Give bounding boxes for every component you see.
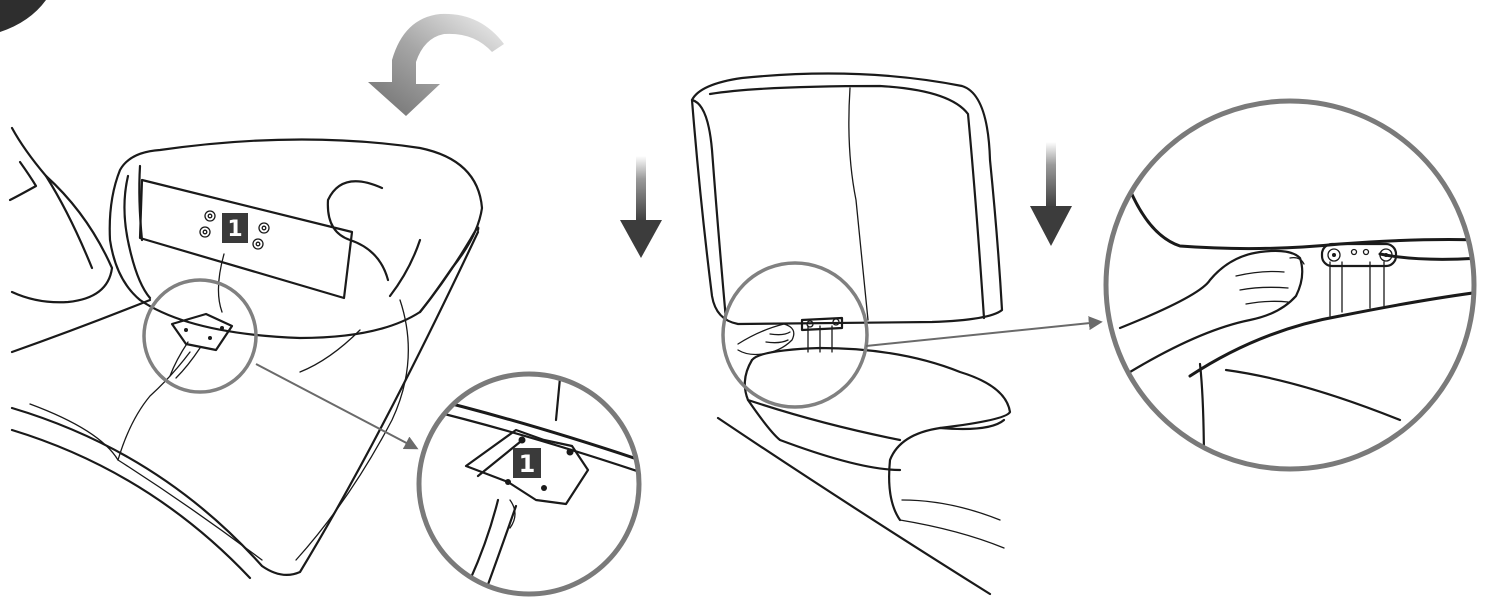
curved-rotate-arrow-icon (368, 14, 504, 116)
middle-scene (692, 74, 1100, 595)
down-arrow-icon (1030, 142, 1072, 246)
step-badge: 1 (222, 213, 248, 243)
left-scene: 1 (10, 128, 482, 578)
svg-text:1: 1 (227, 217, 242, 242)
svg-text:1: 1 (519, 450, 536, 478)
down-arrow-icon (620, 156, 662, 258)
bracket-callout-circle (723, 263, 867, 407)
hinge-callout-circle (144, 280, 256, 392)
leader-line-right (866, 322, 1100, 346)
hinge-zoom: 1 (419, 374, 640, 594)
corner-tab (0, 0, 46, 32)
bracket-zoom (1106, 101, 1480, 470)
